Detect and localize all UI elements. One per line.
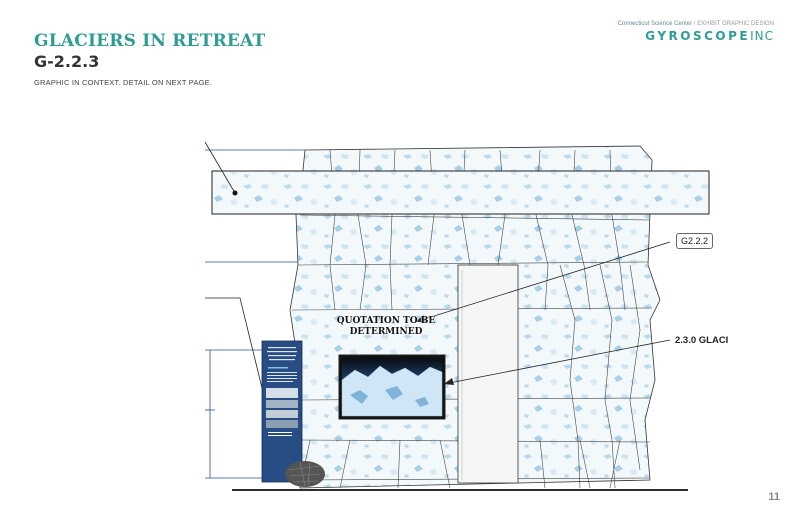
- brand-name: GYROSCOPE: [645, 29, 751, 43]
- graphic-code: G-2.2.3: [34, 52, 100, 71]
- client-separator: /: [692, 21, 698, 27]
- client-line: Connecticut Science Center / EXHIBIT GRA…: [618, 21, 774, 27]
- kiosk-text-lines: [267, 347, 297, 382]
- page-number: 11: [768, 491, 780, 503]
- brand-suffix: INC: [750, 29, 774, 43]
- dimension-lines: [205, 149, 305, 479]
- boulder: [285, 461, 325, 487]
- client-sub: EXHIBIT GRAPHIC DESIGN: [697, 21, 774, 27]
- brand-logo: GYROSCOPEINC: [645, 29, 774, 43]
- page-title: GLACIERS IN RETREAT: [34, 31, 266, 51]
- header-beam: [211, 170, 710, 215]
- center-door-panel: [457, 264, 519, 484]
- client-name: Connecticut Science Center: [617, 21, 693, 27]
- quotation-placeholder: QUOTATION TO BE DETERMINED: [336, 316, 436, 337]
- context-note: GRAPHIC IN CONTEXT. DETAIL ON NEXT PAGE.: [34, 78, 213, 87]
- callout-g230: 2.3.0 GLACI: [675, 335, 729, 346]
- callout-g222: G2.2.2: [676, 233, 714, 249]
- leader-lines: [204, 141, 671, 389]
